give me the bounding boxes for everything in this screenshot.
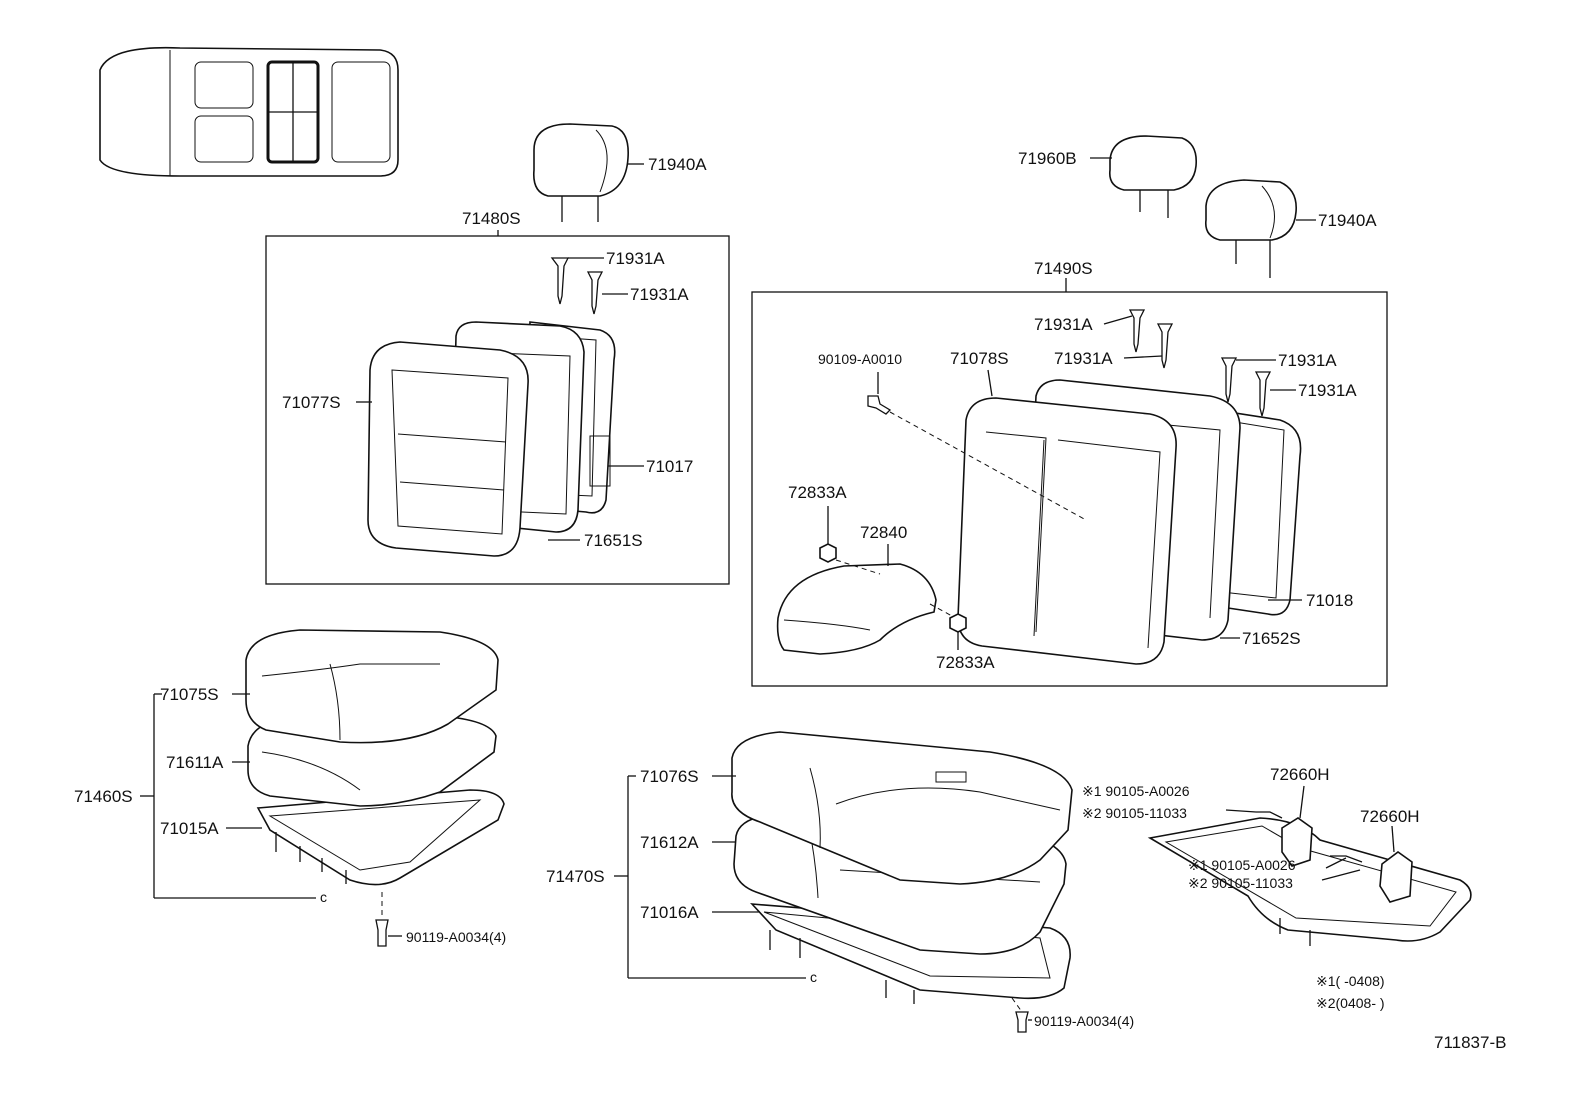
label-back-assy-right: 71490S: [1034, 259, 1093, 278]
headrest-right-center: [1108, 135, 1198, 218]
label-cushion-cover-right: 71076S: [640, 767, 699, 786]
label-armrest-nut-top: 72833A: [788, 483, 847, 502]
label-hinge-2: 72660H: [1360, 807, 1420, 826]
label-headrest-right-center: 71960B: [1018, 149, 1077, 168]
label-headrest-left: 71940A: [648, 155, 707, 174]
label-back-pad-right: 71652S: [1242, 629, 1301, 648]
label-armrest-nut-bottom: 72833A: [936, 653, 995, 672]
label-cushion-pad-left: 71611A: [166, 753, 224, 772]
leader-lines: [140, 157, 1395, 1021]
label-headrest-right: 71940A: [1318, 211, 1377, 230]
label-legend-1: ※1( -0408): [1316, 973, 1385, 989]
hinge-assembly: [1147, 811, 1472, 946]
label-back-frame-left: 71017: [646, 457, 693, 476]
seatback-left: [367, 257, 616, 557]
label-cushion-assy-right: 71470S: [546, 867, 605, 886]
label-hinge-note1: ※1 90105-A0026: [1188, 857, 1296, 873]
headrest-right: [1204, 179, 1297, 278]
label-armrest: 72840: [860, 523, 907, 542]
label-figure-code: 711837-B: [1434, 1033, 1506, 1052]
label-hinge-1: 72660H: [1270, 765, 1330, 784]
label-clip-r3: 71931A: [1278, 351, 1337, 370]
label-note2-bolt: ※2 90105-11033: [1082, 805, 1187, 821]
label-c-left: c: [320, 889, 327, 905]
label-back-pad-left: 71651S: [584, 531, 643, 550]
label-cushion-frame-right: 71016A: [640, 903, 699, 922]
label-clip-l1: 71931A: [606, 249, 665, 268]
cushion-left: [245, 629, 505, 947]
label-hinge-note2: ※2 90105-11033: [1188, 875, 1293, 891]
label-bolt-right: 90119-A0034(4): [1034, 1013, 1134, 1029]
label-cushion-cover-left: 71075S: [160, 685, 219, 704]
label-back-cover-right: 71078S: [950, 349, 1009, 368]
label-clip-l2: 71931A: [630, 285, 689, 304]
label-c-right: c: [810, 969, 817, 985]
seatback-right: [776, 309, 1302, 665]
cushion-right: [731, 731, 1073, 1033]
part-labels: 71940A 71960B 71940A 71480S 71490S 71931…: [74, 149, 1506, 1052]
label-cushion-pad-right: 71612A: [640, 833, 699, 852]
label-clip-r4: 71931A: [1298, 381, 1357, 400]
label-clip-r2: 71931A: [1054, 349, 1113, 368]
label-back-assy-left: 71480S: [462, 209, 521, 228]
label-cushion-frame-left: 71015A: [160, 819, 219, 838]
label-clip-r1: 71931A: [1034, 315, 1093, 334]
label-legend-2: ※2(0408- ): [1316, 995, 1385, 1011]
label-note1-bolt: ※1 90105-A0026: [1082, 783, 1190, 799]
label-back-cover-left: 71077S: [282, 393, 341, 412]
label-bolt-armrest: 90109-A0010: [818, 351, 902, 367]
seatback-right-box: [751, 291, 1388, 687]
vehicle-locator: [99, 46, 399, 177]
label-cushion-assy-left: 71460S: [74, 787, 133, 806]
label-back-frame-right: 71018: [1306, 591, 1353, 610]
headrest-left: [532, 123, 629, 222]
label-bolt-left: 90119-A0034(4): [406, 929, 506, 945]
